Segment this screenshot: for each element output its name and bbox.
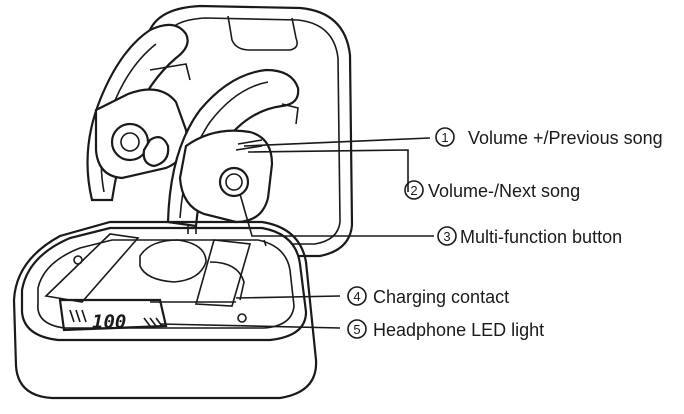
leader-lines (159, 137, 434, 329)
callout-1: 1 Volume +/Previous song (435, 127, 663, 148)
leader-line-3 (239, 193, 434, 237)
callout-label-1: Volume +/Previous song (468, 128, 663, 148)
callout-2: 2 Volume-/Next song (404, 180, 580, 201)
callout-number-5: 5 (353, 322, 360, 337)
callout-badge-3 (437, 226, 457, 246)
callout-label-2: Volume-/Next song (428, 181, 580, 201)
leader-line-1 (243, 137, 431, 147)
callout-badge-2 (404, 180, 424, 200)
leader-line-5 (159, 323, 341, 329)
callout-number-3: 3 (443, 229, 450, 244)
callout-label-4: Charging contact (373, 287, 509, 307)
callout-number-4: 4 (353, 289, 360, 304)
led-digits: 100 (92, 311, 126, 333)
leader-line-4 (235, 295, 341, 299)
left-earbud (86, 23, 191, 202)
callout-5: 5 Headphone LED light (347, 319, 544, 340)
leader-line-2 (247, 149, 409, 192)
callout-3: 3 Multi-function button (437, 226, 622, 247)
callout-badge-1 (435, 127, 455, 147)
callout-label-3: Multi-function button (460, 227, 622, 247)
right-earbud (166, 68, 300, 228)
callout-badge-5 (347, 319, 367, 339)
callout-badge-4 (347, 286, 367, 306)
callout-number-2: 2 (410, 183, 417, 198)
case-lid (148, 4, 354, 258)
callout-number-1: 1 (441, 130, 448, 145)
callout-4: 4 Charging contact (347, 286, 509, 307)
case-base: 100 (12, 220, 318, 400)
callout-label-5: Headphone LED light (373, 320, 544, 340)
